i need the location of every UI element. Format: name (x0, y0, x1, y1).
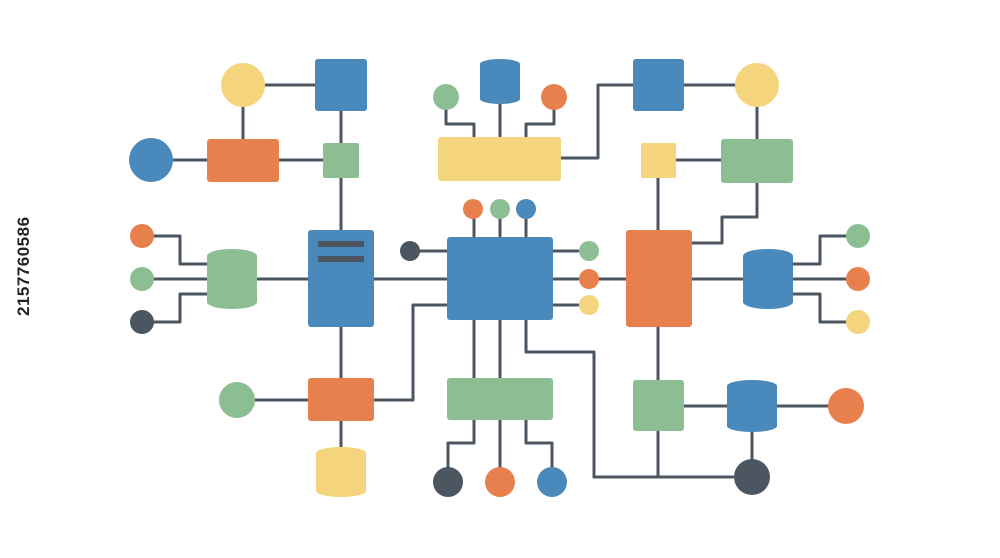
stock-image-id: 2157760586 (14, 216, 33, 316)
database-icon (727, 380, 777, 432)
database-icon (316, 447, 366, 497)
node-circle (130, 224, 154, 248)
connector (791, 234, 848, 266)
node-circle (130, 310, 154, 334)
connector (444, 108, 476, 139)
node-circle (433, 84, 459, 110)
connector (371, 303, 449, 402)
database-icon (207, 249, 257, 309)
node-rectangle (721, 139, 793, 183)
database-icon (480, 59, 520, 104)
node-square (633, 380, 684, 431)
server-icon (308, 230, 374, 327)
server-icon (626, 230, 692, 327)
node-circle (516, 199, 536, 219)
node-circle (846, 310, 870, 334)
node-circle (828, 388, 864, 424)
node-circle (735, 63, 779, 107)
connector (152, 292, 209, 324)
connector (446, 418, 476, 469)
node-circle (846, 224, 870, 248)
node-square (323, 143, 359, 178)
central-hub (447, 237, 553, 320)
connector (524, 318, 735, 479)
node-circle (734, 459, 770, 495)
node-circle (221, 63, 265, 107)
connector-lines (152, 83, 848, 479)
node-circle (485, 467, 515, 497)
node-rectangle (438, 137, 561, 181)
connector (524, 108, 556, 139)
node-square (315, 59, 367, 111)
node-square (633, 59, 684, 111)
node-rectangle (447, 378, 553, 420)
node-circle (463, 199, 483, 219)
connector (524, 418, 554, 469)
node-circle (846, 267, 870, 291)
node-circle (219, 382, 255, 418)
connector (791, 292, 848, 324)
node-circle (537, 467, 567, 497)
node-circle (579, 241, 599, 261)
database-icon (743, 249, 793, 309)
node-circle (490, 199, 510, 219)
connector (559, 83, 635, 160)
connector (690, 181, 759, 245)
node-circle (129, 138, 173, 182)
node-circle (579, 269, 599, 289)
node-circle (579, 295, 599, 315)
node-circle (433, 467, 463, 497)
node-square (641, 143, 676, 178)
node-circle (541, 84, 567, 110)
node-rectangle (207, 139, 279, 182)
connector (152, 234, 209, 266)
node-circle (400, 241, 420, 261)
node-rectangle (308, 378, 374, 421)
node-circle (130, 267, 154, 291)
